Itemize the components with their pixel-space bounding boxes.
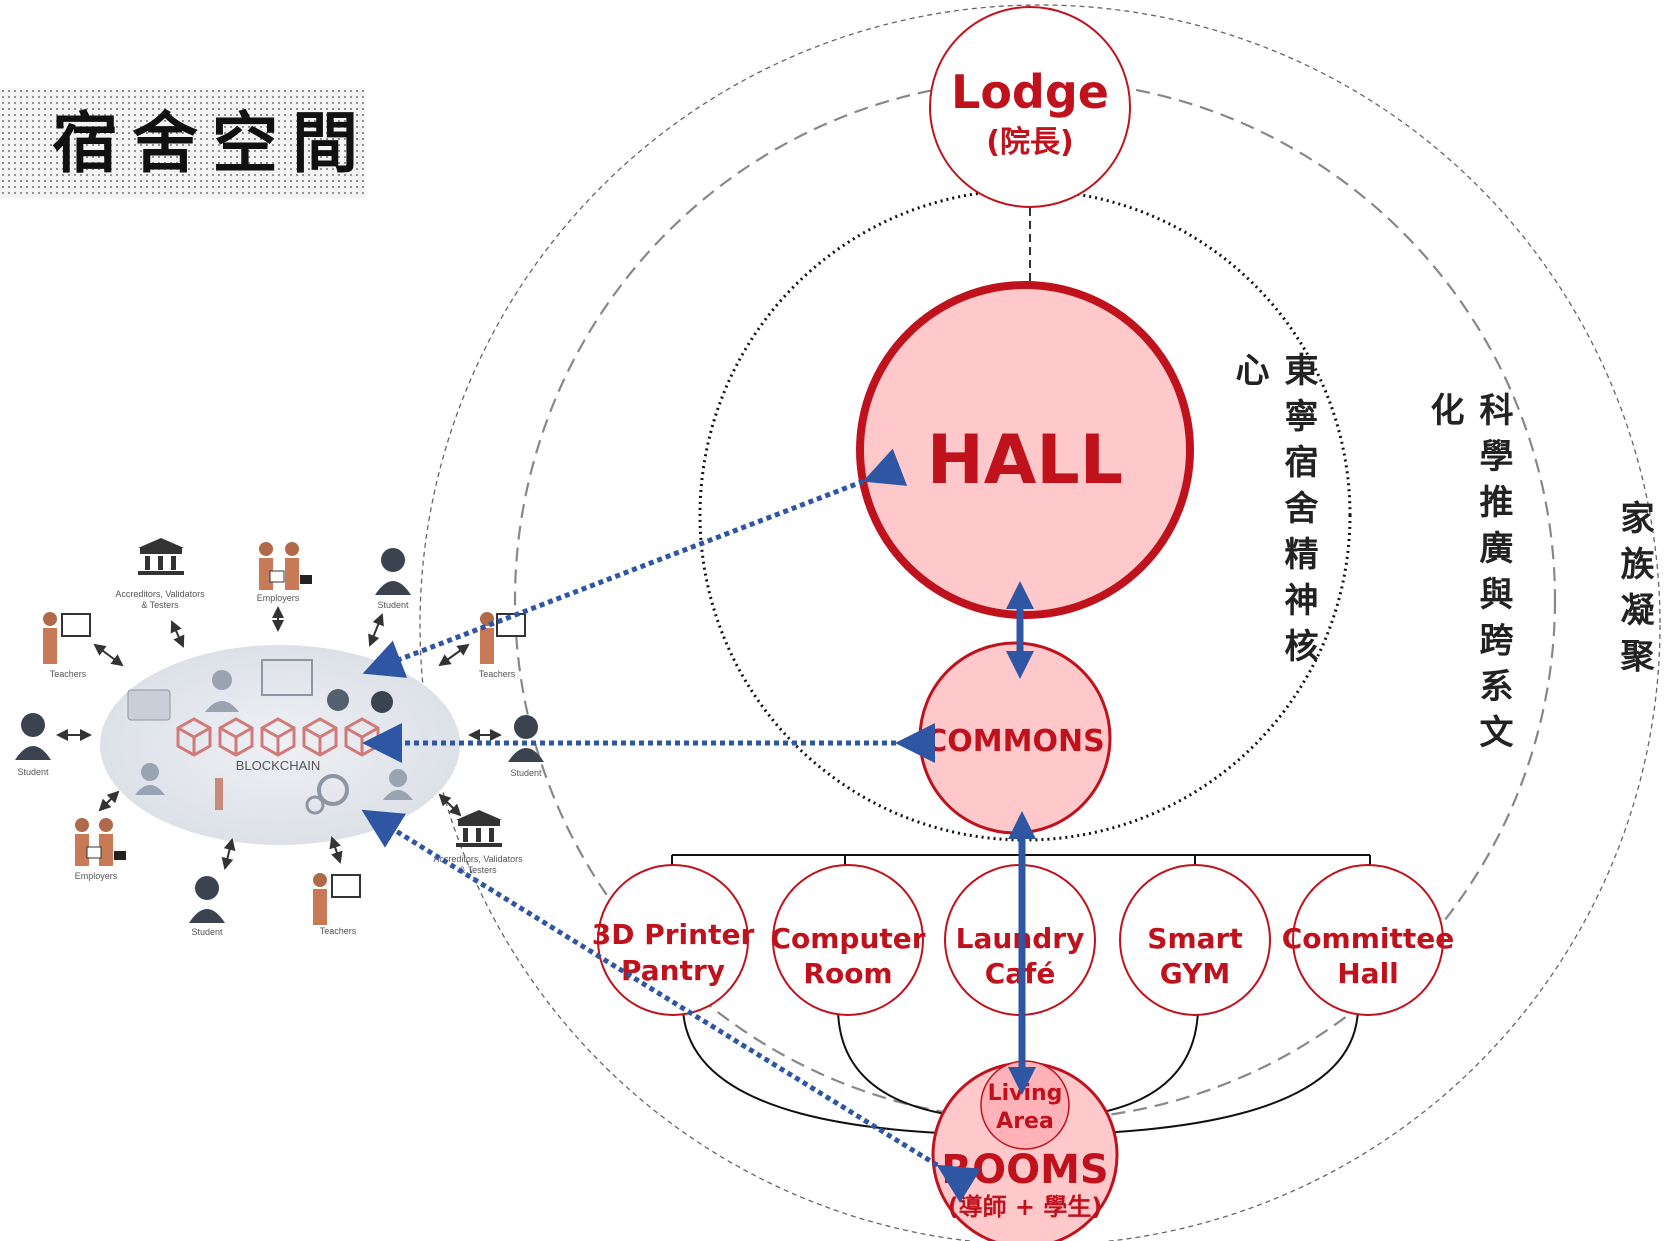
blockchain-ellipse	[100, 645, 460, 845]
teacher-icon	[480, 612, 526, 664]
science-culture-label: 科學推廣與跨系文化	[1424, 392, 1513, 760]
family-bond-label: 家族凝聚	[1614, 500, 1654, 684]
student-icon	[15, 713, 51, 760]
blockchain-links	[361, 448, 982, 1203]
bank-icon	[138, 538, 184, 575]
student-icon	[508, 715, 544, 762]
facility-label: Committee	[1282, 922, 1454, 955]
facility-committee-hall-circle	[1292, 864, 1444, 1016]
facility-label: Computer	[770, 922, 925, 955]
employers-icon	[75, 818, 126, 866]
facility-label: Smart	[1147, 922, 1242, 955]
facility-label: Room	[803, 957, 892, 990]
actor-label: Teachers	[320, 926, 357, 936]
blockchain-hall-link	[362, 448, 908, 678]
bank-icon	[456, 810, 502, 847]
teacher-icon	[43, 612, 91, 664]
blockchain-label: BLOCKCHAIN	[236, 758, 321, 773]
actor-label: Student	[17, 767, 49, 777]
actor-label: Teachers	[479, 669, 516, 679]
actor-label: Employers	[257, 593, 300, 603]
student-icon	[375, 548, 411, 595]
facility-label: 3D Printer	[592, 918, 755, 951]
actor-label: Student	[510, 768, 542, 778]
facility-smart-gym-circle	[1119, 864, 1271, 1016]
facility-label: GYM	[1160, 957, 1231, 990]
actor-label: & Testers	[459, 865, 497, 875]
actor-label: Student	[191, 927, 223, 937]
student-icon	[189, 876, 225, 923]
employers-icon	[259, 542, 312, 590]
actor-label: Employers	[75, 871, 118, 881]
teacher-icon	[313, 873, 361, 925]
blockchain-ecosystem: BLOCKCHAIN	[15, 538, 544, 937]
actor-label: Teachers	[50, 669, 87, 679]
rooms-label: ROOMS	[941, 1147, 1108, 1193]
lodge-sublabel: (院長)	[986, 125, 1073, 160]
core-spirit-label: 東寧宿舍精神核心	[1229, 352, 1318, 674]
lodge-circle	[929, 6, 1131, 208]
commons-label: COMMONS	[925, 724, 1104, 759]
actor-label: & Testers	[141, 600, 179, 610]
hall-label: HALL	[927, 421, 1123, 500]
blockchain-rooms-link	[361, 809, 982, 1203]
actor-label: Student	[377, 600, 409, 610]
facility-label: Hall	[1337, 957, 1399, 990]
rooms-sublabel: (導師 + 學生)	[948, 1193, 1103, 1221]
blockchain-inner-icons	[127, 659, 413, 815]
page-title: 宿舍空間	[52, 104, 372, 182]
actor-label: Accreditors, Validators	[115, 589, 205, 599]
lodge-label: Lodge	[951, 65, 1109, 119]
title-banner	[0, 88, 365, 198]
living-area-label: Area	[996, 1109, 1054, 1134]
